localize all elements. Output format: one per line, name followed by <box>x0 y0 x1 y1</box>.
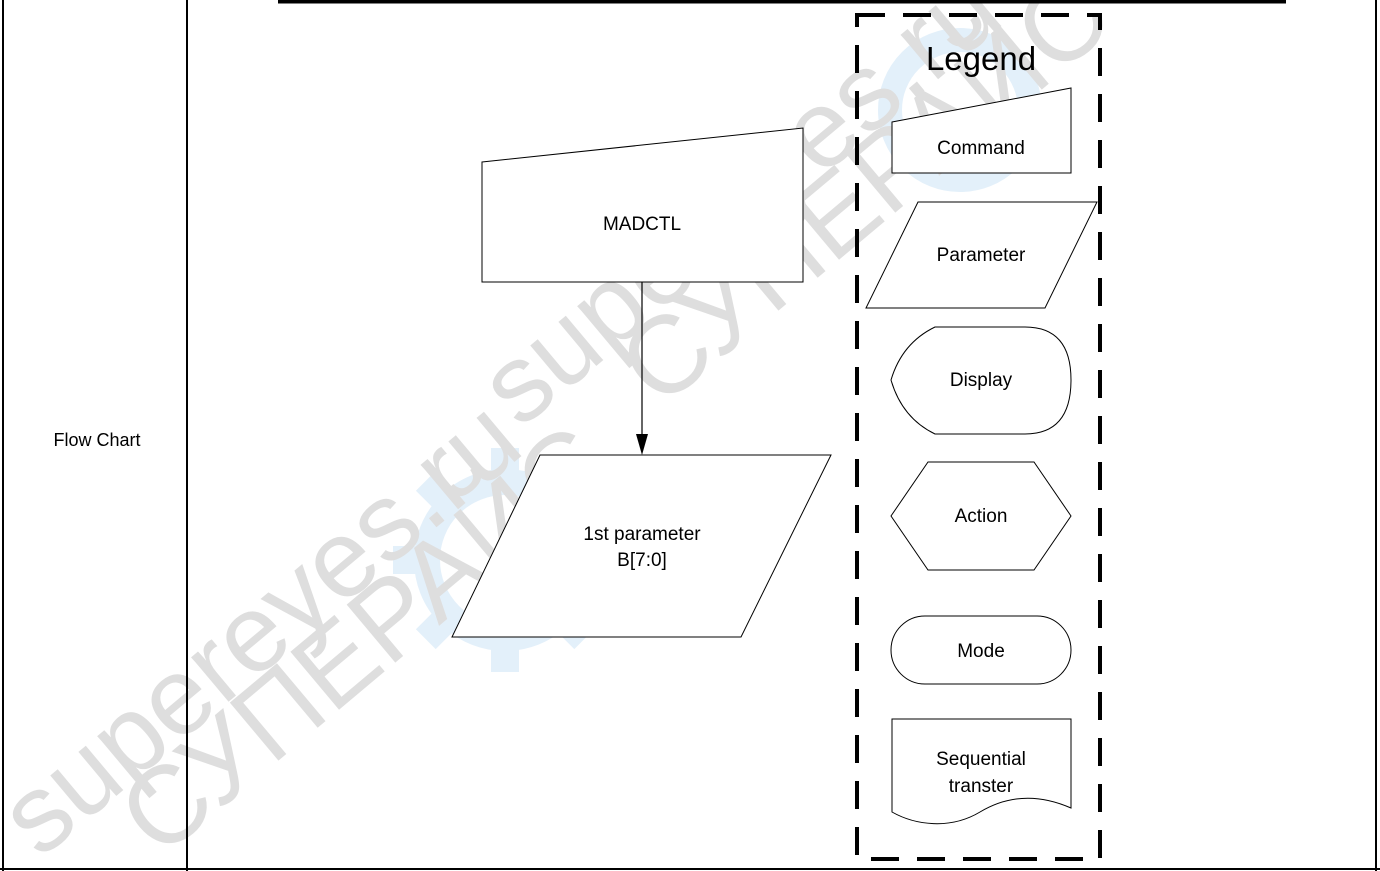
legend-display-label: Display <box>950 370 1013 391</box>
parameter-label-line2: B[7:0] <box>617 550 667 571</box>
legend-mode-label: Mode <box>957 641 1005 662</box>
legend-command: Command <box>891 87 1072 174</box>
legend-command-label: Command <box>937 138 1025 159</box>
legend-sequential-label-line2: transter <box>949 776 1014 797</box>
legend-sequential: Sequential transter <box>891 718 1072 825</box>
legend-parameter: Parameter <box>865 201 1098 309</box>
row-label: Flow Chart <box>53 430 140 450</box>
parameter-label-line1: 1st parameter <box>583 524 701 545</box>
legend-action: Action <box>890 461 1072 571</box>
legend-box: Legend <box>855 13 1102 861</box>
legend-display: Display <box>890 326 1072 435</box>
legend-action-label: Action <box>955 506 1008 527</box>
parameter-shape: 1st parameter B[7:0] <box>451 454 832 638</box>
legend-parameter-label: Parameter <box>937 245 1026 266</box>
legend-title: Legend <box>926 40 1036 77</box>
legend-sequential-label-line1: Sequential <box>936 749 1026 770</box>
flow-arrow <box>636 282 648 455</box>
command-shape: MADCTL <box>481 127 804 283</box>
legend-mode: Mode <box>890 615 1072 685</box>
command-label: MADCTL <box>603 214 681 235</box>
